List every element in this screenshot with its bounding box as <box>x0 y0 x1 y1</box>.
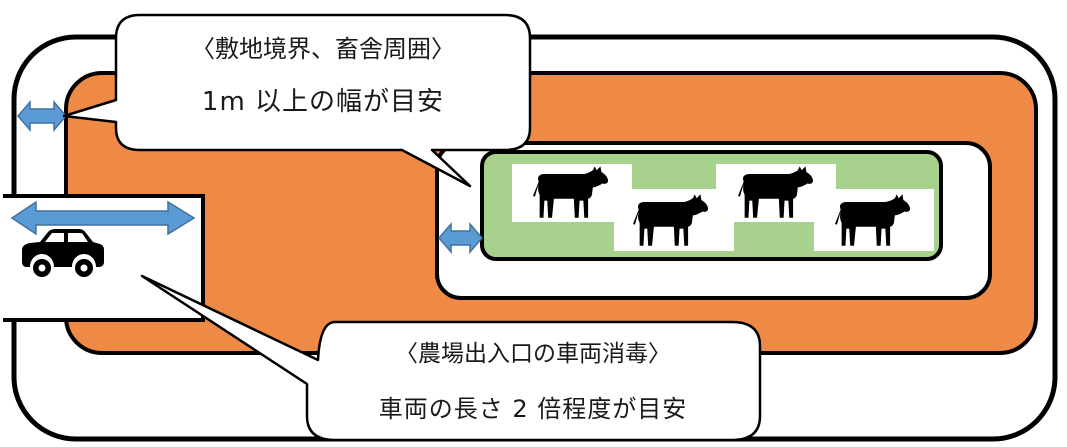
car-icon <box>22 229 104 277</box>
vehicle-callout-note: 車両の長さ 2 倍程度が目安 <box>379 395 688 423</box>
vehicle-callout-title: 〈農場出入口の車両消毒〉 <box>395 341 671 367</box>
boundary-callout-title: 〈敷地境界、畜舎周囲〉 <box>191 35 455 63</box>
double-arrow-icon <box>438 221 483 255</box>
boundary-callout <box>62 13 532 188</box>
boundary-callout-note: 1m 以上の幅が目安 <box>202 87 444 117</box>
vehicle-callout <box>140 274 762 442</box>
double-arrow-icon <box>10 200 196 236</box>
